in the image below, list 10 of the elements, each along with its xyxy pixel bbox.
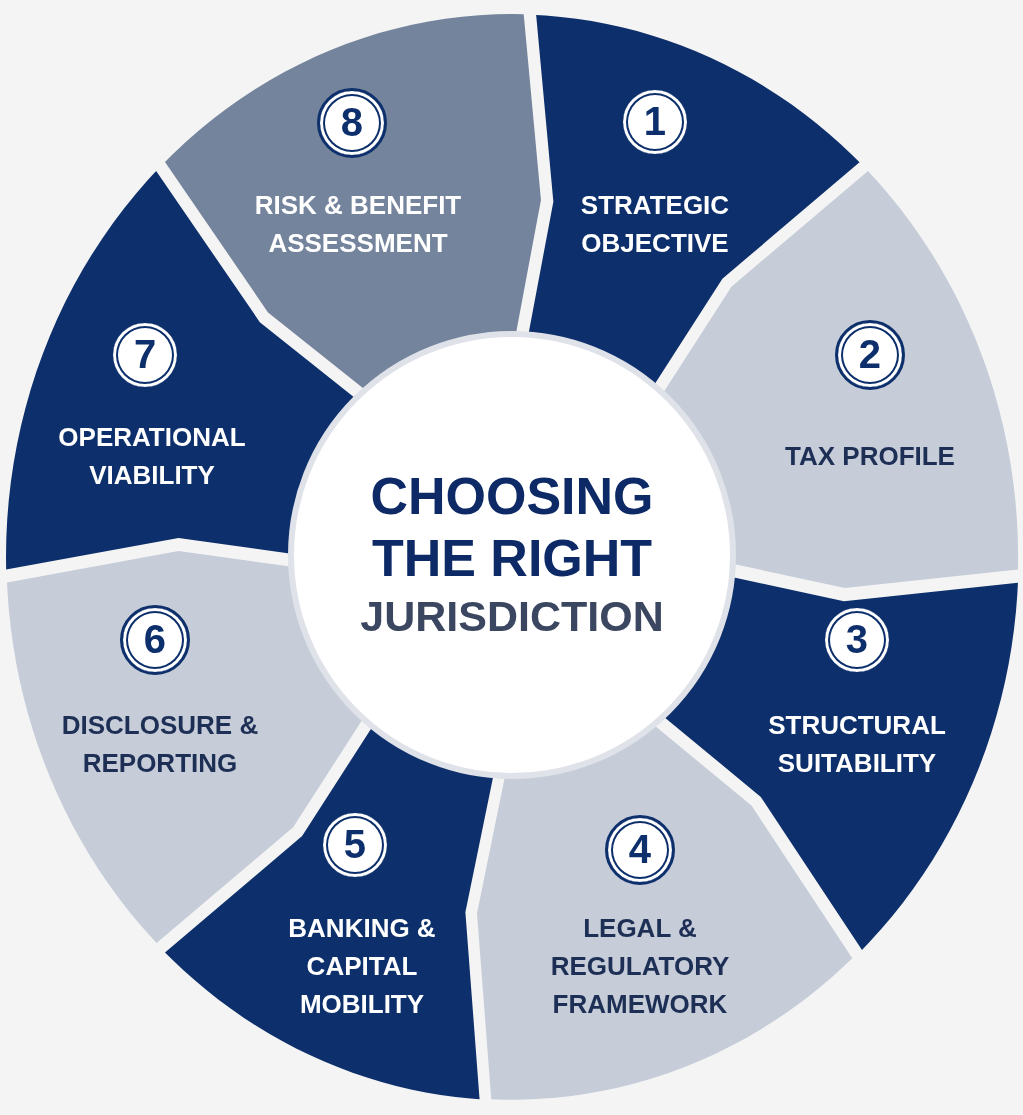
- step-label: RISK & BENEFIT ASSESSMENT: [253, 189, 463, 260]
- step-label: LEGAL & REGULATORY FRAMEWORK: [549, 912, 731, 1021]
- step-label: STRATEGIC OBJECTIVE: [579, 189, 731, 260]
- step-label: BANKING & CAPITAL MOBILITY: [287, 912, 437, 1021]
- title-text: CHOOSING THE RIGHT: [369, 465, 655, 590]
- step-label: STRUCTURAL SUITABILITY: [767, 709, 947, 780]
- step-label: TAX PROFILE: [784, 440, 956, 474]
- step-label: DISCLOSURE & REPORTING: [60, 709, 260, 780]
- step-label: OPERATIONAL VIABILITY: [57, 421, 247, 492]
- title-text: JURISDICTION: [360, 591, 664, 643]
